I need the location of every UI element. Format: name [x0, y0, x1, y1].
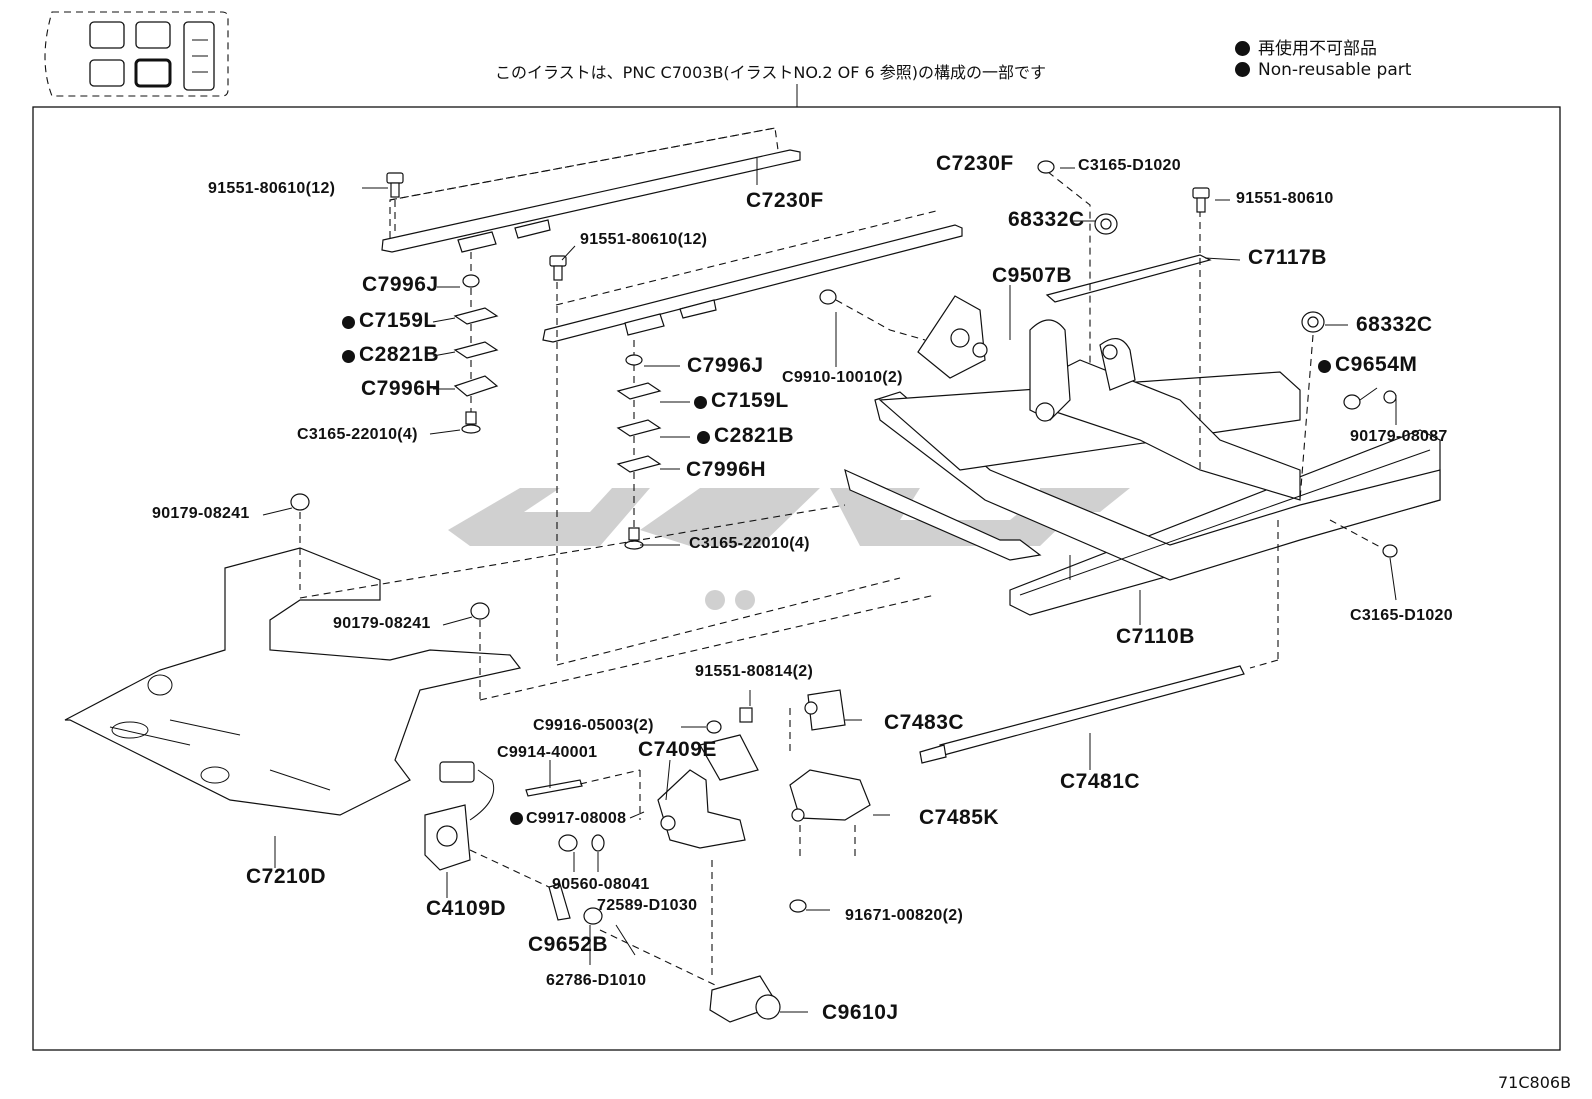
- part-label-c9914-40001[interactable]: C9914-40001: [497, 744, 598, 761]
- diagram-caption: このイラストは、PNC C7003B(イラストNO.2 OF 6 参照)の構成の…: [495, 63, 1047, 82]
- part-label-90560-08041[interactable]: 90560-08041: [552, 876, 650, 893]
- seat-location-indicator: [44, 11, 229, 97]
- legend-text-japanese: 再使用不可部品: [1258, 39, 1377, 59]
- left-track-hardware: [386, 172, 499, 434]
- part-label-c9507b[interactable]: C9507B: [992, 264, 1073, 287]
- seat-frame-assembly: [844, 319, 1441, 616]
- part-label-c9916-05003-2[interactable]: C9916-05003(2): [533, 717, 654, 734]
- motor-assembly: [424, 761, 781, 1023]
- part-label-c7117b[interactable]: C7117B: [1248, 246, 1327, 269]
- part-label-c7483c[interactable]: C7483C: [884, 711, 965, 734]
- part-label-c9654m[interactable]: C9654M: [1318, 353, 1417, 377]
- part-label-91671-00820-2[interactable]: 91671-00820(2): [845, 907, 964, 924]
- bolt-icon: [706, 720, 722, 734]
- part-label-90179-08241[interactable]: 90179-08241: [333, 615, 431, 632]
- part-label-c7159l[interactable]: C7159L: [342, 309, 437, 333]
- bolt-icon: [549, 255, 567, 281]
- part-label-c7210d[interactable]: C7210D: [246, 865, 327, 888]
- bolt-icon: [819, 289, 837, 305]
- cushion-parts: [789, 689, 871, 913]
- part-label-68332c[interactable]: 68332C: [1008, 208, 1085, 231]
- leader-lines: [262, 158, 1397, 1013]
- gear-bracket: [525, 707, 759, 852]
- part-label-c7996j[interactable]: C7996J: [687, 354, 764, 377]
- screw-icon: [624, 527, 644, 550]
- part-label-90179-08087[interactable]: 90179-08087: [1350, 428, 1448, 445]
- rear-bar: [1037, 160, 1398, 558]
- bolt-icon: [739, 707, 753, 723]
- non-reusable-icon: [342, 316, 355, 329]
- reference-code: 71C806B: [1498, 1073, 1572, 1092]
- bracket-c9507b: [819, 289, 988, 379]
- non-reusable-icon: [694, 396, 707, 409]
- filled-circle-icon: [1235, 62, 1250, 77]
- part-label-c7481c[interactable]: C7481C: [1060, 770, 1141, 793]
- part-label-c9917-08008[interactable]: C9917-08008: [510, 810, 626, 828]
- part-label-c3165-22010-4[interactable]: C3165-22010(4): [689, 535, 810, 552]
- part-label-text: C9654M: [1335, 353, 1418, 376]
- part-label-91551-80610-12[interactable]: 91551-80610(12): [208, 180, 336, 197]
- legend-text-english: Non-reusable part: [1258, 60, 1412, 80]
- nut-icon: [1094, 213, 1118, 235]
- non-reusable-icon: [342, 350, 355, 363]
- filled-circle-icon: [1235, 41, 1250, 56]
- part-label-c3165-d1020[interactable]: C3165-D1020: [1078, 157, 1181, 174]
- part-label-c9652b[interactable]: C9652B: [528, 933, 609, 956]
- part-label-68332c[interactable]: 68332C: [1356, 313, 1433, 336]
- part-label-c7230f[interactable]: C7230F: [746, 189, 824, 212]
- nut-icon: [290, 493, 310, 511]
- part-label-c3165-22010-4[interactable]: C3165-22010(4): [297, 426, 418, 443]
- bolt-icon: [1037, 160, 1055, 174]
- legend-item-japanese: 再使用不可部品: [1235, 34, 1377, 59]
- bolt-icon: [386, 172, 404, 198]
- non-reusable-icon: [510, 812, 523, 825]
- screw-icon: [461, 411, 481, 434]
- right-track-hardware: [549, 255, 901, 666]
- part-label-c7409e[interactable]: C7409E: [638, 738, 717, 761]
- part-label-c9610j[interactable]: C9610J: [822, 1001, 899, 1024]
- part-label-c7110b[interactable]: C7110B: [1116, 625, 1195, 648]
- part-label-c4109d[interactable]: C4109D: [426, 897, 507, 920]
- part-label-text: C7159L: [711, 389, 789, 412]
- part-label-91551-80610[interactable]: 91551-80610: [1236, 190, 1334, 207]
- part-label-c7159l[interactable]: C7159L: [694, 389, 789, 413]
- non-reusable-icon: [697, 431, 710, 444]
- part-label-c7485k[interactable]: C7485K: [919, 806, 1000, 829]
- upper-rail-right: [542, 209, 963, 343]
- part-label-text: C2821B: [359, 343, 440, 366]
- part-label-c2821b[interactable]: C2821B: [342, 343, 439, 367]
- part-label-text: C2821B: [714, 424, 795, 447]
- legend-item-english: Non-reusable part: [1235, 60, 1411, 80]
- part-label-text: C9917-08008: [526, 810, 627, 827]
- side-cover: [64, 493, 936, 816]
- part-label-c7230f[interactable]: C7230F: [936, 152, 1014, 175]
- part-label-c3165-d1020[interactable]: C3165-D1020: [1350, 607, 1453, 624]
- part-label-c9910-10010-2[interactable]: C9910-10010(2): [782, 369, 903, 386]
- drive-shaft: [919, 520, 1279, 764]
- nut-icon: [470, 602, 490, 620]
- part-label-c7996j[interactable]: C7996J: [362, 273, 439, 296]
- bolt-icon: [1382, 544, 1398, 558]
- part-label-text: C7159L: [359, 309, 437, 332]
- part-label-62786-d1010[interactable]: 62786-D1010: [546, 972, 647, 989]
- bolt-icon: [1192, 187, 1210, 213]
- upper-rail-left: [381, 127, 801, 253]
- part-label-c2821b[interactable]: C2821B: [697, 424, 794, 448]
- part-label-72589-d1030[interactable]: 72589-D1030: [597, 897, 698, 914]
- part-label-91551-80814-2[interactable]: 91551-80814(2): [695, 663, 814, 680]
- bolt-icon: [789, 899, 807, 913]
- nut-icon: [1301, 311, 1325, 333]
- part-label-90179-08241[interactable]: 90179-08241: [152, 505, 250, 522]
- non-reusable-icon: [1318, 360, 1331, 373]
- part-label-c7996h[interactable]: C7996H: [686, 458, 767, 481]
- part-label-c7996h[interactable]: C7996H: [361, 377, 442, 400]
- part-label-91551-80610-12[interactable]: 91551-80610(12): [580, 231, 708, 248]
